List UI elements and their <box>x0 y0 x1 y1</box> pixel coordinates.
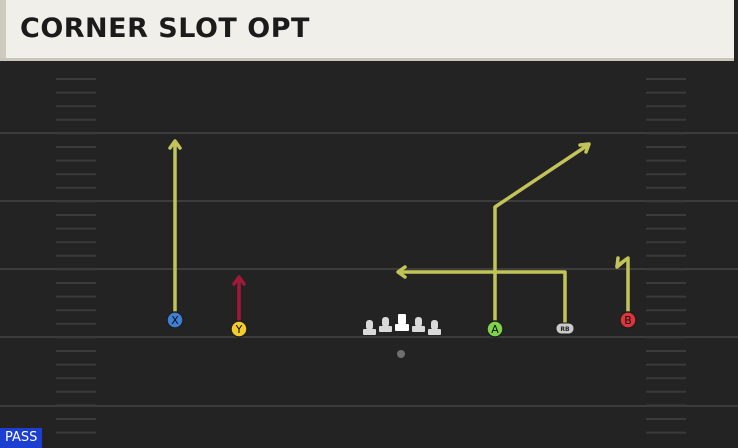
player-rb: RB <box>555 322 575 335</box>
player-x: X <box>166 311 184 329</box>
player-x-label: X <box>171 314 179 327</box>
route-rb-arrowhead <box>396 265 407 279</box>
title-bar: CORNER SLOT OPT <box>0 0 734 61</box>
lineman-right-guard <box>412 317 425 332</box>
player-y: Y <box>230 320 248 338</box>
route-a-arrowhead <box>578 142 591 154</box>
play-type-badge: PASS <box>0 428 43 448</box>
route-b-arrowhead <box>615 256 626 269</box>
offensive-line <box>363 314 441 335</box>
player-rb-label: RB <box>560 326 570 333</box>
play-title: CORNER SLOT OPT <box>20 13 310 44</box>
lineman-left-guard <box>379 317 392 332</box>
player-b-label: B <box>624 314 632 327</box>
quarterback-marker <box>397 350 405 358</box>
lineman-right-tackle <box>428 320 441 335</box>
player-b: B <box>619 311 637 329</box>
route-rb-drag <box>397 270 567 326</box>
route-y-arrowhead <box>232 275 246 286</box>
player-a-label: A <box>491 323 499 336</box>
hash-marks <box>56 78 686 434</box>
routes <box>168 139 630 329</box>
route-a-corner <box>493 143 590 329</box>
yard-lines <box>0 132 738 407</box>
lineman-center <box>395 314 409 331</box>
route-x-arrowhead <box>168 139 182 150</box>
lineman-left-tackle <box>363 320 376 335</box>
title-accent <box>0 0 6 58</box>
player-y-label: Y <box>235 323 243 336</box>
player-a: A <box>486 320 504 338</box>
